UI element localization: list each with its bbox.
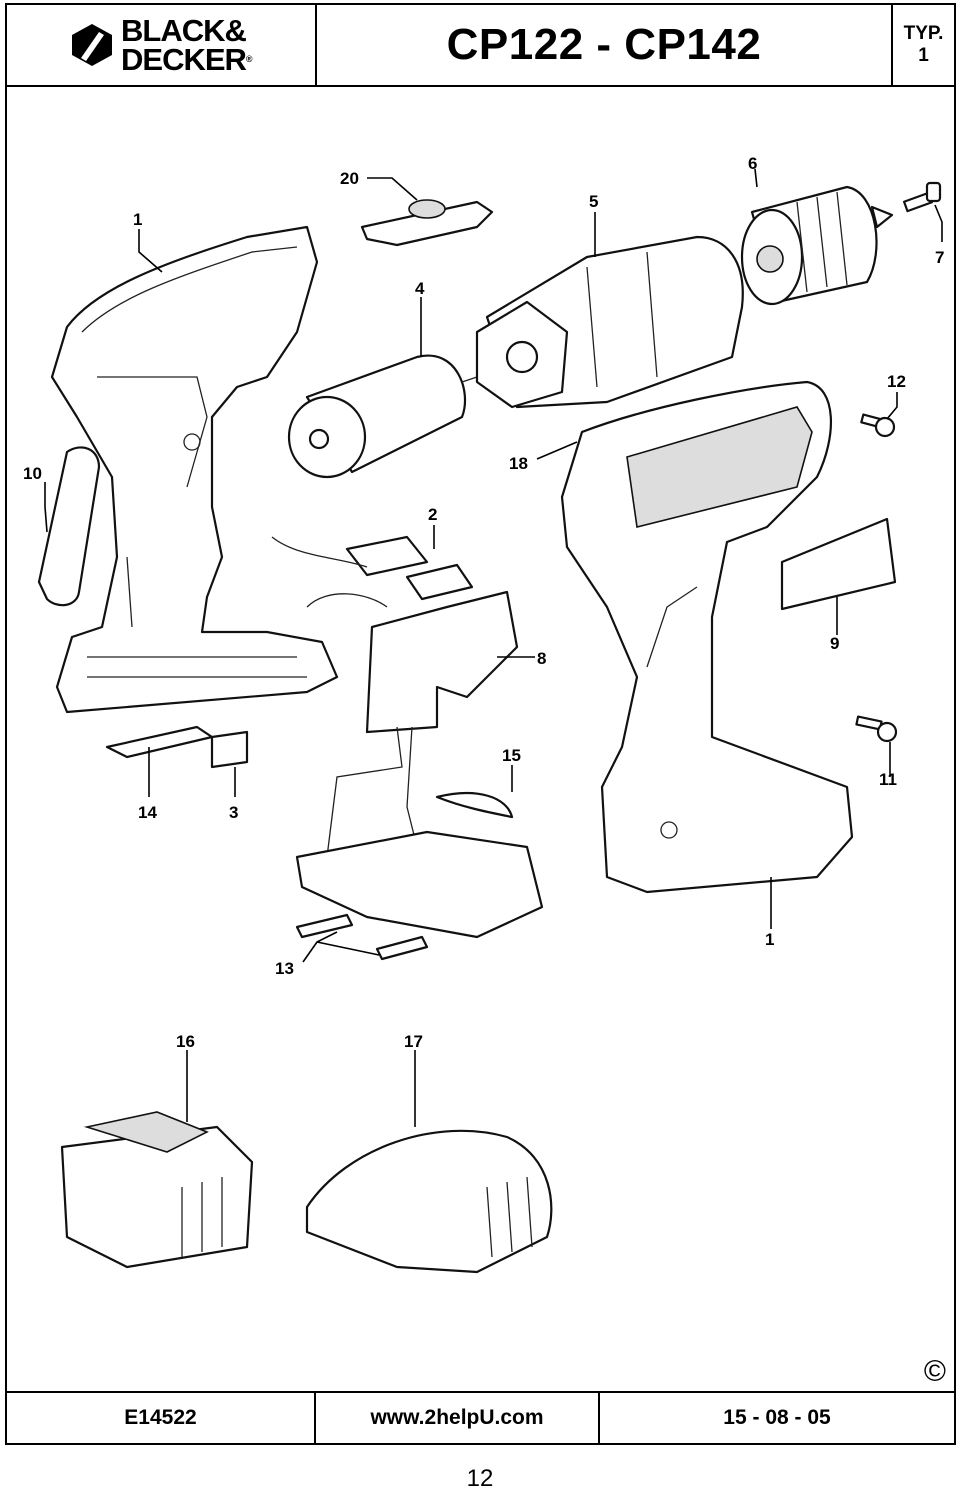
left-housing-drawing: [50, 225, 339, 714]
brush-holders-drawing: [271, 535, 474, 608]
chuck-drawing: [740, 185, 894, 306]
callout-20: 20: [340, 169, 359, 188]
typ-cell: TYP. 1: [893, 5, 954, 85]
typ-label: TYP.: [903, 23, 944, 44]
screwdriver-bit-drawing: [105, 725, 214, 759]
motor-drawing: [287, 354, 478, 479]
callout-1-housing-right: 1: [765, 930, 774, 949]
callout-16: 16: [176, 1032, 195, 1051]
battery-pack-drawing: [60, 1111, 254, 1269]
screw-12-drawing: [860, 413, 896, 438]
page-number: 12: [466, 1465, 494, 1492]
callout-5: 5: [589, 192, 598, 211]
right-housing-drawing: [560, 380, 854, 894]
footer: E14522 www.2helpU.com 15 - 08 - 05: [7, 1391, 954, 1443]
brand-line-1: BLACK&: [121, 13, 247, 48]
callout-10: 10: [23, 464, 42, 483]
issue-date: 15 - 08 - 05: [723, 1406, 831, 1429]
callout-11: 11: [879, 770, 897, 789]
callout-17: 17: [404, 1032, 423, 1051]
callout-1-housing-left: 1: [133, 210, 142, 229]
title-cell: CP122 - CP142: [317, 5, 893, 85]
screw-11-drawing: [855, 715, 898, 743]
callout-6: 6: [748, 154, 757, 173]
gearbox-drawing: [475, 235, 744, 409]
registered-mark: ®: [245, 54, 253, 64]
callout-13: 13: [275, 959, 294, 978]
logo-cell: BLACK& DECKER®: [7, 5, 317, 85]
document-code: E14522: [7, 1393, 316, 1443]
typ-number: 1: [918, 45, 929, 66]
exploded-parts-diagram: 20 6 1 5 7 4 12 10 18 2 9 8 15 11 14 3 1…: [23, 154, 944, 1274]
callout-15: 15: [502, 746, 521, 765]
leader-lines: [44, 168, 943, 1127]
callout-18: 18: [509, 454, 528, 473]
callout-2: 2: [428, 505, 437, 524]
screw-7-drawing: [902, 181, 942, 213]
callout-12: 12: [887, 372, 906, 391]
callout-3: 3: [229, 803, 238, 822]
page-title: CP122 - CP142: [446, 20, 762, 69]
copyright-icon: ©: [923, 1355, 946, 1388]
callout-labels: 20 6 1 5 7 4 12 10 18 2 9 8 15 11 14 3 1…: [23, 154, 944, 1051]
header: BLACK& DECKER® CP122 - CP142 TYP. 1: [7, 5, 954, 87]
bit-clip-drawing: [210, 730, 249, 769]
terminal-block-drawing: [295, 830, 544, 961]
callout-7: 7: [935, 248, 944, 267]
callout-14: 14: [138, 803, 157, 822]
spring-clip-drawing: [435, 792, 514, 819]
battery-clip-drawing: [780, 517, 897, 611]
brand-logo: BLACK& DECKER®: [69, 13, 253, 77]
callout-9: 9: [830, 634, 839, 653]
callout-8: 8: [537, 649, 546, 668]
slide-switch-drawing: [360, 199, 494, 247]
callout-4: 4: [415, 279, 425, 298]
trigger-switch-drawing: [326, 590, 519, 888]
parts-sheet: BLACK& DECKER® CP122 - CP142 TYP. 1: [5, 3, 956, 1445]
battery-cover-drawing: [305, 1129, 553, 1274]
brand-line-2: DECKER: [121, 42, 247, 77]
website-link[interactable]: www.2helpU.com: [316, 1393, 600, 1443]
brand-hexagon-icon: [72, 24, 112, 66]
label-strip-drawing: [37, 446, 101, 607]
